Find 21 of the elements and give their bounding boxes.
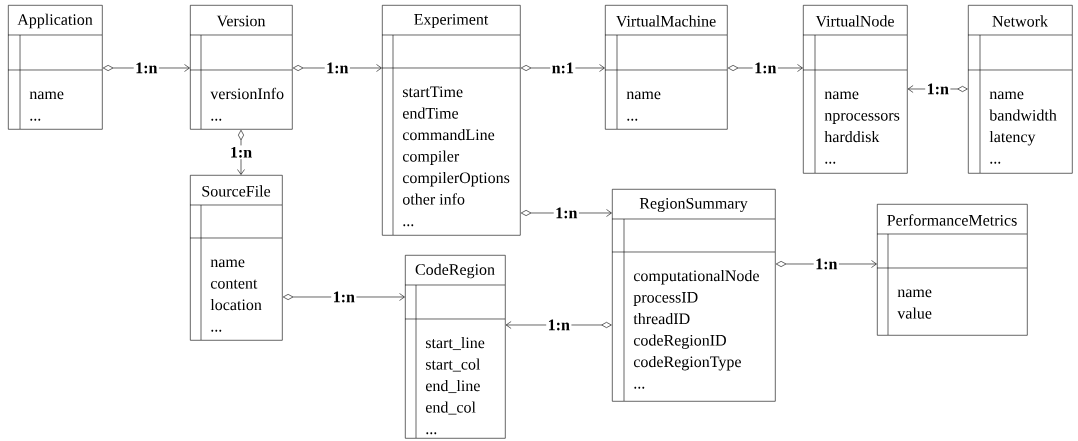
- class-box: RegionSummary computationalNode processID threadID codeRegionID codeRegionType ...: [611, 189, 776, 402]
- class-box: Version versionInfo ...: [189, 5, 293, 130]
- multiplicity-label: 1:n: [228, 145, 254, 160]
- class-box: CodeRegion start_line start_col end_line end_col ...: [404, 255, 506, 439]
- association-arrow: [237, 129, 245, 175]
- multiplicity-label: 1:n: [925, 82, 951, 96]
- class-box: Network name bandwidth latency ...: [967, 5, 1073, 174]
- multiplicity-label: 1:n: [331, 290, 357, 304]
- class-box: VirtualMachine name ...: [604, 5, 728, 130]
- multiplicity-label: 1:n: [133, 61, 159, 75]
- multiplicity-label: n:1: [550, 61, 576, 75]
- multiplicity-label: 1:n: [324, 61, 350, 75]
- multiplicity-label: 1:n: [546, 318, 572, 332]
- multiplicity-label: 1:n: [752, 61, 778, 75]
- class-box: VirtualNode name nprocessors harddisk ...: [802, 5, 908, 174]
- class-box: Experiment startTime endTime commandLine compiler compilerOptions other info ...: [381, 5, 521, 236]
- multiplicity-label: 1:n: [553, 206, 579, 220]
- class-box: PerformanceMetrics name value: [876, 204, 1028, 336]
- class-box: Application name ...: [7, 5, 103, 130]
- multiplicity-label: 1:n: [813, 257, 839, 271]
- class-box: SourceFile name content location ...: [189, 175, 283, 341]
